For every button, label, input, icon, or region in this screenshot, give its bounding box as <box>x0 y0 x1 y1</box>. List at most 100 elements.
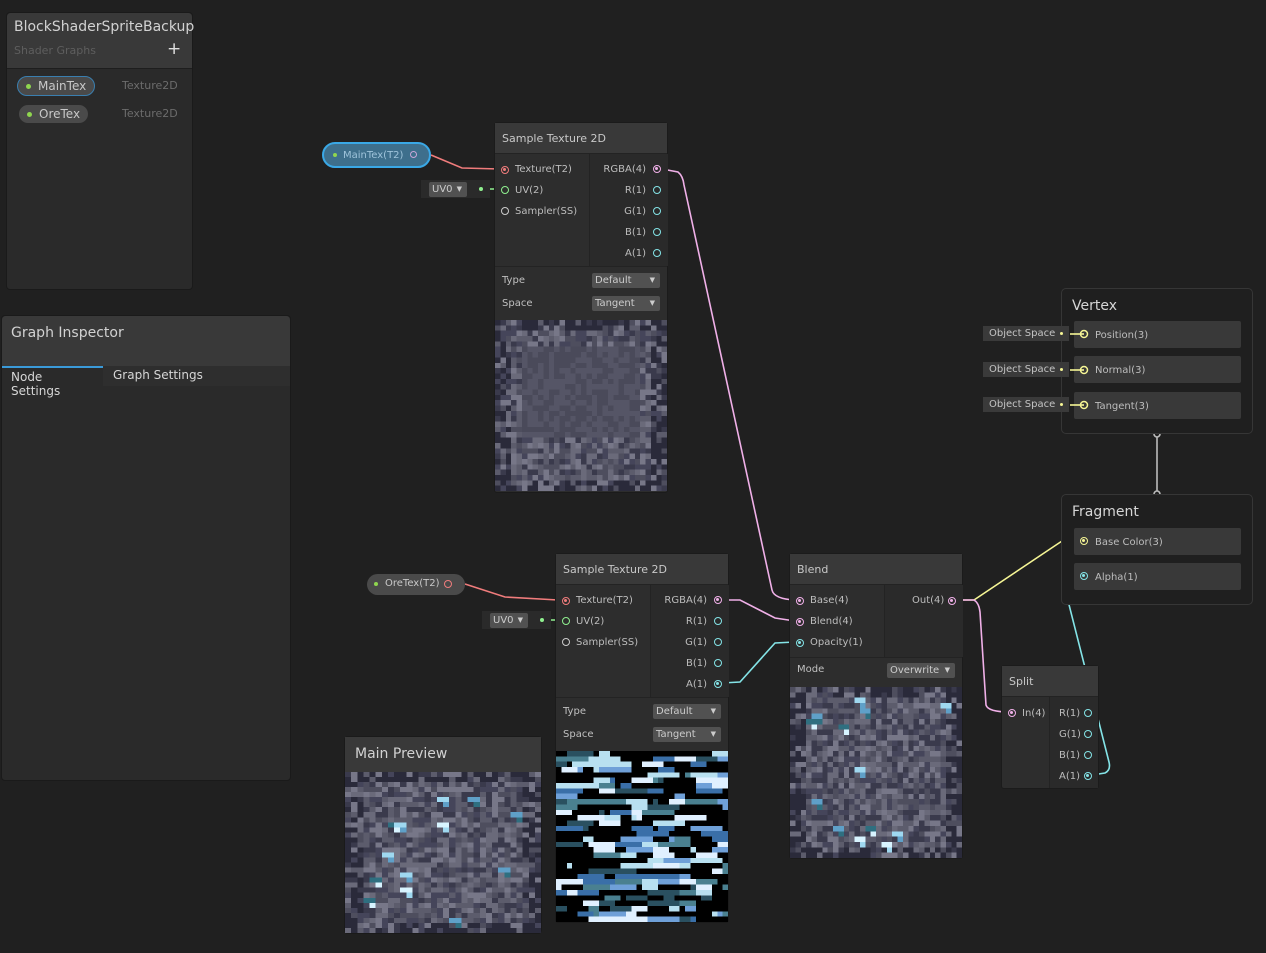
output-port-2[interactable] <box>653 207 661 215</box>
oretex-property-node[interactable]: OreTex(T2) <box>367 574 465 595</box>
tab-label: Graph Settings <box>113 368 203 382</box>
port-label: RGBA(4) <box>664 595 707 606</box>
out-output-port[interactable] <box>948 597 956 605</box>
chevron-down-icon: ▼ <box>944 666 950 674</box>
property-oretex[interactable]: OreTex <box>18 104 90 124</box>
port-dot-icon <box>374 582 378 586</box>
alpha-block[interactable]: Alpha(1) <box>1074 563 1241 590</box>
base-color-port[interactable] <box>1080 537 1088 545</box>
in-input-port[interactable] <box>1008 709 1016 717</box>
space-label: Space <box>502 298 533 309</box>
texture-input-port[interactable] <box>501 166 509 174</box>
type-label: Type <box>502 275 525 286</box>
blend-preview <box>790 687 962 858</box>
property-node-label: OreTex(T2) <box>385 578 440 589</box>
chevron-down-icon: ▼ <box>649 299 655 307</box>
block-label: Normal(3) <box>1095 365 1146 376</box>
position-block[interactable]: Position(3) <box>1074 321 1241 348</box>
texture-input-port[interactable] <box>562 597 570 605</box>
alpha-port[interactable] <box>1080 572 1088 580</box>
uv-input-2[interactable]: UV0▼ <box>482 611 551 629</box>
blend-node[interactable]: Blend Base(4) Blend(4) Opacity(1) Out(4)… <box>789 553 963 859</box>
port-label: A(1) <box>1059 771 1081 782</box>
texture-preview <box>556 751 728 922</box>
object-space-input[interactable]: Object Space <box>983 326 1069 341</box>
property-dot-icon <box>26 84 31 89</box>
node-title: Sample Texture 2D <box>495 123 667 154</box>
main-preview[interactable]: Main Preview <box>344 736 542 934</box>
texture-port-icon[interactable] <box>410 151 417 158</box>
uv-dropdown[interactable]: UV0▼ <box>429 182 467 197</box>
port-label: Out(4) <box>912 595 945 606</box>
port-label: R(1) <box>685 616 707 627</box>
tab-node-settings[interactable]: Node Settings <box>2 366 103 398</box>
blend-input-port[interactable] <box>796 618 804 626</box>
space-value: Object Space <box>989 364 1056 375</box>
output-port-3[interactable] <box>714 659 722 667</box>
port-label: UV(2) <box>515 185 544 196</box>
port-label: A(1) <box>685 679 707 690</box>
opacity-input-port[interactable] <box>796 639 804 647</box>
wire-rgba-base <box>661 168 796 601</box>
sampler-input-port[interactable] <box>501 207 509 215</box>
main-preview-image <box>345 772 541 933</box>
space-dropdown[interactable]: Tangent ▼ <box>592 296 660 311</box>
texture-preview <box>495 320 667 491</box>
base-color-block[interactable]: Base Color(3) <box>1074 528 1241 555</box>
block-label: Base Color(3) <box>1095 537 1163 548</box>
output-port-0[interactable] <box>714 596 722 604</box>
uv-input-port[interactable] <box>562 617 570 625</box>
graph-inspector: Graph Inspector Node Settings Graph Sett… <box>1 315 291 781</box>
r-output-port[interactable] <box>1084 709 1092 717</box>
base-input-port[interactable] <box>796 597 804 605</box>
type-value: Default <box>595 275 632 286</box>
block-label: Position(3) <box>1095 330 1149 341</box>
sampler-input-port[interactable] <box>562 638 570 646</box>
output-port-3[interactable] <box>653 228 661 236</box>
blackboard-subtitle: Shader Graphs <box>14 44 96 57</box>
type-dropdown[interactable]: Default ▼ <box>592 273 660 288</box>
type-dropdown[interactable]: Default▼ <box>653 704 721 719</box>
normal-block[interactable]: Normal(3) <box>1074 356 1241 383</box>
tangent-block[interactable]: Tangent(3) <box>1074 392 1241 419</box>
property-maintex[interactable]: MainTex <box>17 76 96 96</box>
space-value: Object Space <box>989 328 1056 339</box>
object-space-input[interactable]: Object Space <box>983 362 1069 377</box>
output-port-2[interactable] <box>714 638 722 646</box>
output-port-1[interactable] <box>714 617 722 625</box>
port-label: Texture(T2) <box>576 595 633 606</box>
wire-out-split <box>956 599 1011 713</box>
property-name: MainTex <box>38 79 87 93</box>
output-port-1[interactable] <box>653 186 661 194</box>
uv-input-1[interactable]: UV0▼ <box>421 180 490 198</box>
mode-dropdown[interactable]: Overwrite▼ <box>887 663 955 678</box>
port-label: Blend(4) <box>810 616 853 627</box>
tab-graph-settings[interactable]: Graph Settings <box>103 368 213 382</box>
block-label: Alpha(1) <box>1095 572 1138 583</box>
blackboard-title: BlockShaderSpriteBackup <box>14 19 195 35</box>
split-node[interactable]: Split In(4) R(1) G(1) B(1) A(1) <box>1001 665 1099 789</box>
output-port-0[interactable] <box>653 165 661 173</box>
texture-port-icon[interactable] <box>444 580 452 588</box>
uv-dropdown[interactable]: UV0▼ <box>490 613 528 628</box>
g-output-port[interactable] <box>1084 730 1092 738</box>
object-space-input[interactable]: Object Space <box>983 397 1069 412</box>
type-value: Default <box>656 706 693 717</box>
port-label: In(4) <box>1022 708 1046 719</box>
sample-texture-2d-node-main[interactable]: Sample Texture 2D Texture(T2) UV(2) Samp… <box>494 122 668 493</box>
inspector-title: Graph Inspector <box>11 325 124 341</box>
space-dropdown[interactable]: Tangent▼ <box>653 727 721 742</box>
sample-texture-2d-node-ore[interactable]: Sample Texture 2D Texture(T2) UV(2) Samp… <box>555 553 729 923</box>
maintex-property-node[interactable]: MainTex(T2) <box>322 142 431 168</box>
port-label: Sampler(SS) <box>576 637 639 648</box>
wire-oretex-texture <box>464 583 559 601</box>
space-value: Tangent <box>595 298 635 309</box>
output-port-4[interactable] <box>714 680 722 688</box>
a-output-port[interactable] <box>1084 772 1092 780</box>
space-label: Space <box>563 729 594 740</box>
b-output-port[interactable] <box>1084 751 1092 759</box>
add-property-button[interactable]: + <box>167 39 182 59</box>
uv-input-port[interactable] <box>501 186 509 194</box>
output-port-4[interactable] <box>653 249 661 257</box>
chevron-down-icon: ▼ <box>649 276 655 284</box>
